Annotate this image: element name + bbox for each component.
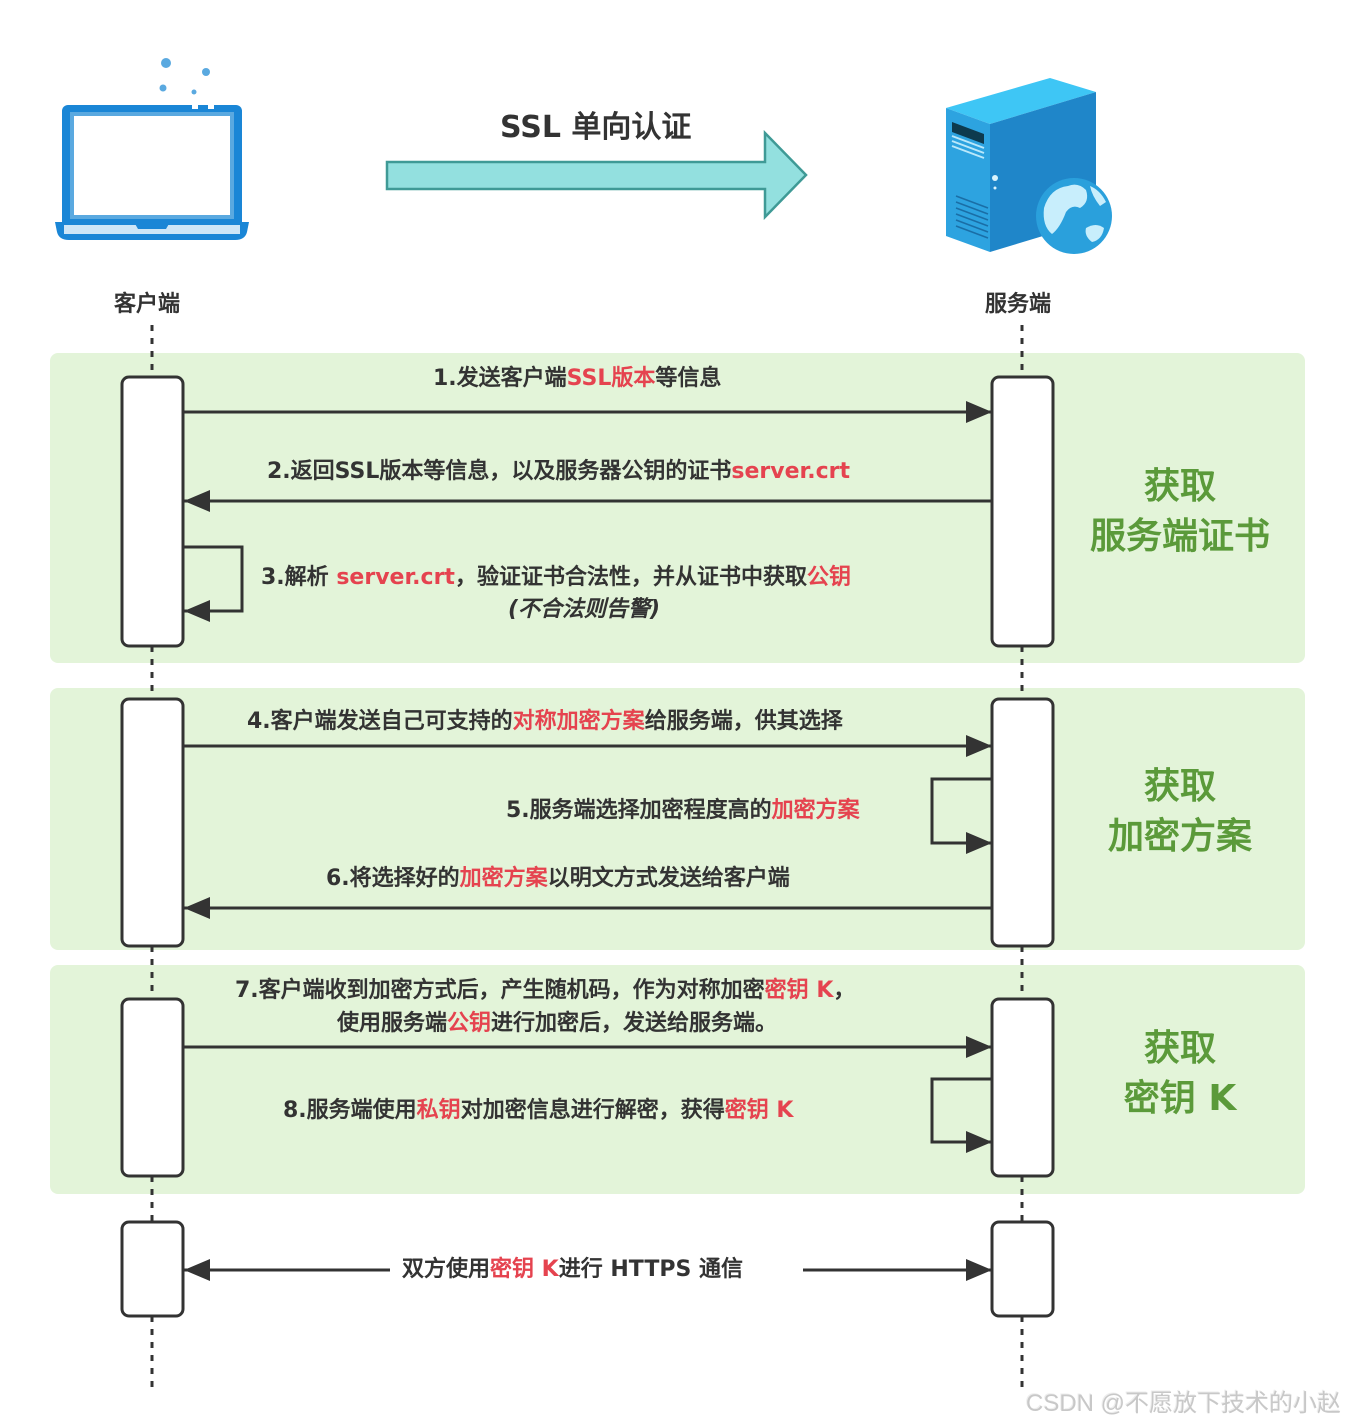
watermark: CSDN @不愿放下技术的小赵 [1026,1390,1342,1417]
right-arrow-icon [385,129,810,221]
server-activation-2 [990,697,1055,948]
step-6-label: 6.将选择好的加密方案以明文方式发送给客户端 [326,866,790,891]
arrow-step-5 [930,777,992,854]
step-2-label: 2.返回SSL版本等信息，以及服务器公钥的证书server.crt [267,459,850,484]
step-5-label: 5.服务端选择加密程度高的加密方案 [506,798,860,823]
client-activation-2 [120,697,185,948]
server-label: 服务端 [985,292,1052,317]
group-2-title: 获取 加密方案 [1107,766,1252,857]
client-label: 客户端 [114,292,181,317]
step-7-label-line-1: 7.客户端收到加密方式后，产生随机码，作为对称加密密钥 K， [235,978,856,1003]
group-get-certificate [50,353,1305,663]
step-3-label: 3.解析 server.crt，验证证书合法性，并从证书中获取公钥 [261,565,851,590]
group-get-cipher [50,688,1305,950]
group-1-title: 获取 服务端证书 [1089,466,1270,557]
arrow-step-3 [184,545,244,622]
step-1-label: 1.发送客户端SSL版本等信息 [433,366,722,391]
server-globe-icon [940,78,1120,258]
client-activation-1 [120,375,185,648]
client-activation-3 [120,997,185,1178]
server-activation-1 [990,375,1055,648]
diagram-title: SSL 单向认证 [500,110,692,145]
step-7-label-line-2: 使用服务端公钥进行加密后，发送给服务端。 [337,1011,778,1036]
server-activation-3 [990,997,1055,1178]
step-4-label: 4.客户端发送自己可支持的对称加密方案给服务端，供其选择 [247,709,843,734]
client-laptop-icon [52,55,252,245]
group-3-title: 获取 密钥 K [1123,1028,1237,1119]
step-8-label: 8.服务端使用私钥对加密信息进行解密，获得密钥 K [283,1098,794,1123]
client-activation-4 [120,1220,185,1318]
arrow-step-8 [930,1077,992,1153]
step-3-note: (不合法则告警) [508,597,661,622]
group-get-key [50,965,1305,1194]
final-step-label: 双方使用密钥 K进行 HTTPS 通信 [402,1257,743,1282]
server-activation-4 [990,1220,1055,1318]
